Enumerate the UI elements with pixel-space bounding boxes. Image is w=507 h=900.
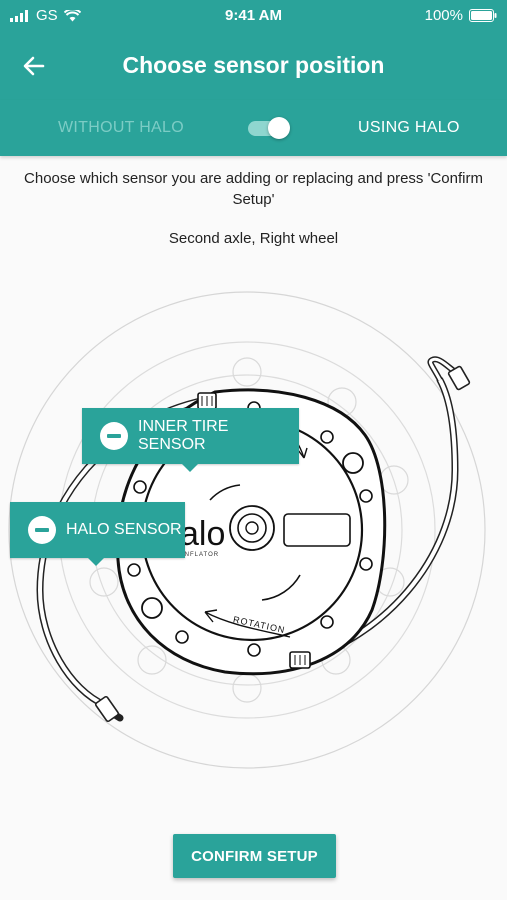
inner-tire-sensor-callout[interactable]: INNER TIRE SENSOR [82, 408, 299, 472]
rotation-arrow-icon [204, 609, 291, 638]
halo-sensor-callout[interactable]: HALO SENSOR [10, 502, 185, 566]
hub-arc-lower [261, 574, 301, 601]
minus-circle-icon [28, 516, 56, 544]
confirm-setup-button[interactable]: CONFIRM SETUP [173, 834, 336, 878]
tab-without-halo[interactable]: WITHOUT HALO [58, 119, 184, 136]
halo-toggle-switch[interactable] [246, 117, 292, 139]
status-bar: GS 9:41 AM 100% [0, 0, 507, 32]
hub-logo-subtext: INFLATOR [182, 552, 219, 558]
signal-icon [10, 9, 28, 22]
minus-circle-icon [100, 422, 128, 450]
instruction-text: Choose which sensor you are adding or re… [24, 170, 483, 208]
hose-end-fitting-left [94, 695, 120, 723]
halo-mode-bar: WITHOUT HALO USING HALO [0, 100, 507, 156]
status-time: 9:41 AM [225, 7, 282, 24]
hub-center-inner [245, 521, 259, 535]
toggle-knob [268, 117, 290, 139]
hub-logo: alo [180, 515, 225, 553]
page-title: Choose sensor position [122, 52, 385, 78]
wifi-icon [63, 9, 81, 21]
carrier-name: GS [36, 7, 58, 24]
callout-pointer [182, 464, 198, 472]
halo-sensor-label: HALO SENSOR [66, 521, 182, 538]
selected-position-label: Second axle, Right wheel [168, 230, 339, 247]
arrow-left-icon[interactable] [18, 50, 50, 82]
hub-label-plate [283, 513, 351, 547]
battery-icon [469, 9, 497, 22]
inner-tire-sensor-label: INNER TIRE SENSOR [138, 418, 229, 453]
outer-ring [8, 291, 486, 769]
hub-arc-upper [209, 484, 241, 501]
hose-end-fitting [447, 365, 471, 391]
callout-pointer [88, 558, 104, 566]
hub-large-holes [141, 452, 364, 619]
app-bar: Choose sensor position [0, 32, 507, 100]
tab-using-halo[interactable]: USING HALO [358, 119, 460, 136]
hose-hook-inner [428, 357, 461, 381]
battery-percent: 100% [424, 7, 463, 24]
